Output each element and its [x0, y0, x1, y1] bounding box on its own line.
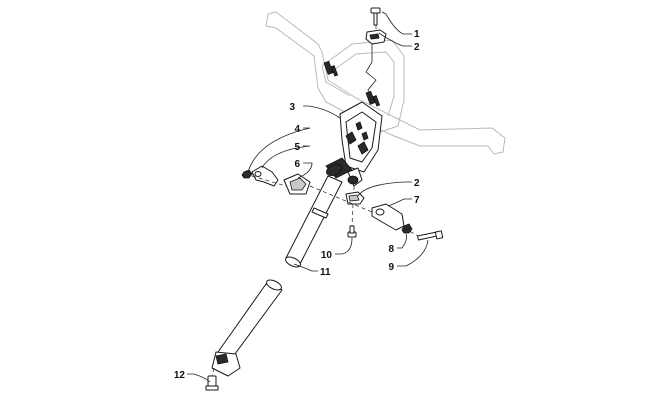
callout-7: 7 — [414, 195, 420, 206]
nut-part-4 — [241, 169, 253, 179]
bolt-part-1 — [370, 7, 381, 26]
lower-pitman-arm — [211, 351, 241, 377]
tie-rod-end-part-7 — [371, 203, 405, 231]
clamp-cap-part-2-lower — [345, 191, 365, 205]
callout-labels: 1 2 3 4 5 6 2 7 8 9 10 11 12 — [174, 29, 420, 381]
assembly-lines — [211, 25, 419, 377]
callout-10: 10 — [321, 250, 333, 261]
callout-11: 11 — [320, 267, 331, 278]
riser-block-part-3 — [339, 101, 383, 173]
link-part-5 — [251, 165, 279, 187]
handlebar-clamp-bands — [323, 60, 381, 107]
callout-5: 5 — [294, 142, 300, 153]
clamp-cap-part-2-top — [365, 29, 387, 45]
bolt-part-10 — [347, 225, 357, 238]
bolt-part-12 — [205, 375, 219, 391]
callout-12: 12 — [174, 370, 186, 381]
steering-post-part-11 — [217, 175, 343, 359]
callout-3: 3 — [289, 102, 295, 113]
callout-4: 4 — [294, 124, 300, 135]
bushing-part-6 — [283, 173, 311, 195]
nut-part-8 — [401, 223, 413, 234]
callout-6: 6 — [294, 159, 300, 170]
callout-2-top: 2 — [414, 42, 420, 53]
upper-steering-post — [325, 157, 363, 187]
break-line — [365, 44, 377, 105]
callout-1: 1 — [414, 29, 420, 40]
bolt-part-9 — [417, 230, 444, 241]
callout-8: 8 — [388, 244, 394, 255]
callout-leaders — [187, 11, 429, 383]
callout-2-lower: 2 — [414, 178, 420, 189]
callout-9: 9 — [388, 262, 394, 273]
